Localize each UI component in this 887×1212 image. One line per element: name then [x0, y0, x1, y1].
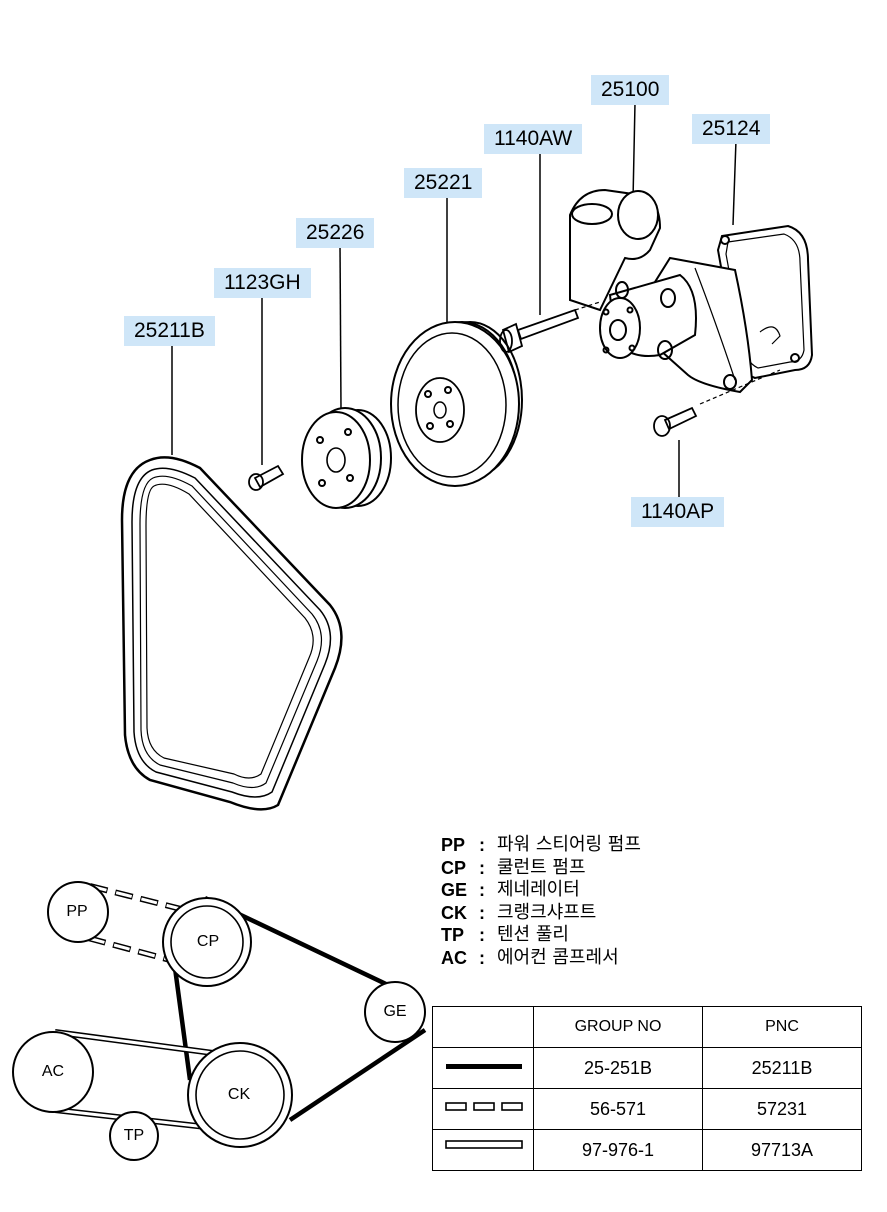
- legend-row-cp: CP : 쿨런트 펌프: [441, 857, 641, 880]
- pnc-cell: 25211B: [702, 1047, 862, 1089]
- legend-row-ac: AC : 에어컨 콤프레서: [441, 947, 641, 970]
- node-label-cp: CP: [196, 933, 220, 950]
- pnc-cell: 57231: [702, 1088, 862, 1130]
- legend-name: 에어컨 콤프레서: [497, 946, 619, 968]
- legend-name: 제네레이터: [497, 879, 580, 900]
- pnc-table: GROUP NO PNC 25-251B 25211B 56-571 57231…: [432, 1006, 862, 1171]
- legend-sep: :: [479, 835, 485, 855]
- legend-row-ge: GE : 제네레이터: [441, 879, 641, 902]
- node-label-tp: TP: [123, 1127, 145, 1144]
- callout-25100: 25100: [591, 75, 670, 105]
- callout-1140ap: 1140AP: [631, 497, 725, 527]
- legend-row-tp: TP : 텐션 풀리: [441, 924, 641, 947]
- legend-code: CK: [441, 902, 467, 923]
- water-pump-25100: [569, 188, 814, 394]
- header-line-style: [432, 1006, 534, 1048]
- line-style-cell: [432, 1129, 534, 1171]
- bolt-1140ap: [574, 301, 781, 437]
- legend-code: GE: [441, 880, 468, 900]
- callout-25211b: 25211B: [124, 316, 215, 346]
- callout-25124: 25124: [692, 114, 771, 144]
- header-pnc: PNC: [702, 1006, 862, 1048]
- group-no-cell: 25-251B: [533, 1047, 703, 1089]
- legend-name: 텐션 풀리: [497, 924, 569, 945]
- group-no-cell: 56-571: [533, 1088, 703, 1130]
- legend-sep: :: [479, 947, 485, 968]
- drive-belt-25211b: [120, 456, 343, 811]
- belt-routing-schematic: [12, 881, 427, 1161]
- table-row: 97-976-1 97713A: [432, 1129, 862, 1171]
- legend-row-ck: CK : 크랭크샤프트: [441, 902, 641, 925]
- leader-lines: [171, 102, 737, 500]
- legend-code: CP: [441, 857, 467, 878]
- header-group-no: GROUP NO: [533, 1006, 703, 1048]
- bolt-1140aw: [499, 308, 580, 354]
- node-label-ac: AC: [41, 1063, 65, 1080]
- pulley-25221: [390, 321, 523, 487]
- legend-code: TP: [441, 925, 465, 945]
- legend-name: 쿨런트 펌프: [497, 856, 586, 878]
- line-style-cell: [432, 1047, 534, 1089]
- callout-1140aw: 1140AW: [484, 124, 583, 154]
- callout-25221: 25221: [404, 168, 483, 198]
- legend-sep: :: [479, 902, 485, 923]
- legend-code: AC: [441, 947, 467, 968]
- legend-sep: :: [479, 857, 485, 878]
- line-style-cell: [432, 1088, 534, 1130]
- pulley-25226: [301, 407, 392, 509]
- legend-name: 파워 스티어링 펌프: [497, 834, 641, 855]
- node-label-pp: PP: [66, 903, 88, 920]
- pnc-table-header: GROUP NO PNC: [432, 1006, 862, 1048]
- legend-name: 크랭크샤프트: [497, 901, 597, 923]
- group-no-cell: 97-976-1: [533, 1129, 703, 1171]
- pnc-cell: 97713A: [702, 1129, 862, 1171]
- callout-1123gh: 1123GH: [214, 268, 311, 298]
- node-label-ck: CK: [227, 1086, 251, 1103]
- table-row: 56-571 57231: [432, 1088, 862, 1130]
- node-label-ge: GE: [383, 1003, 407, 1020]
- bolt-1123gh: [248, 464, 285, 491]
- table-row: 25-251B 25211B: [432, 1047, 862, 1089]
- legend-code: PP: [441, 835, 466, 855]
- legend-row-pp: PP : 파워 스티어링 펌프: [441, 834, 641, 857]
- component-legend: PP : 파워 스티어링 펌프 CP : 쿨런트 펌프 GE : 제네레이터 C…: [441, 834, 641, 969]
- legend-sep: :: [479, 880, 485, 900]
- callout-25226: 25226: [296, 218, 375, 248]
- legend-sep: :: [479, 925, 485, 945]
